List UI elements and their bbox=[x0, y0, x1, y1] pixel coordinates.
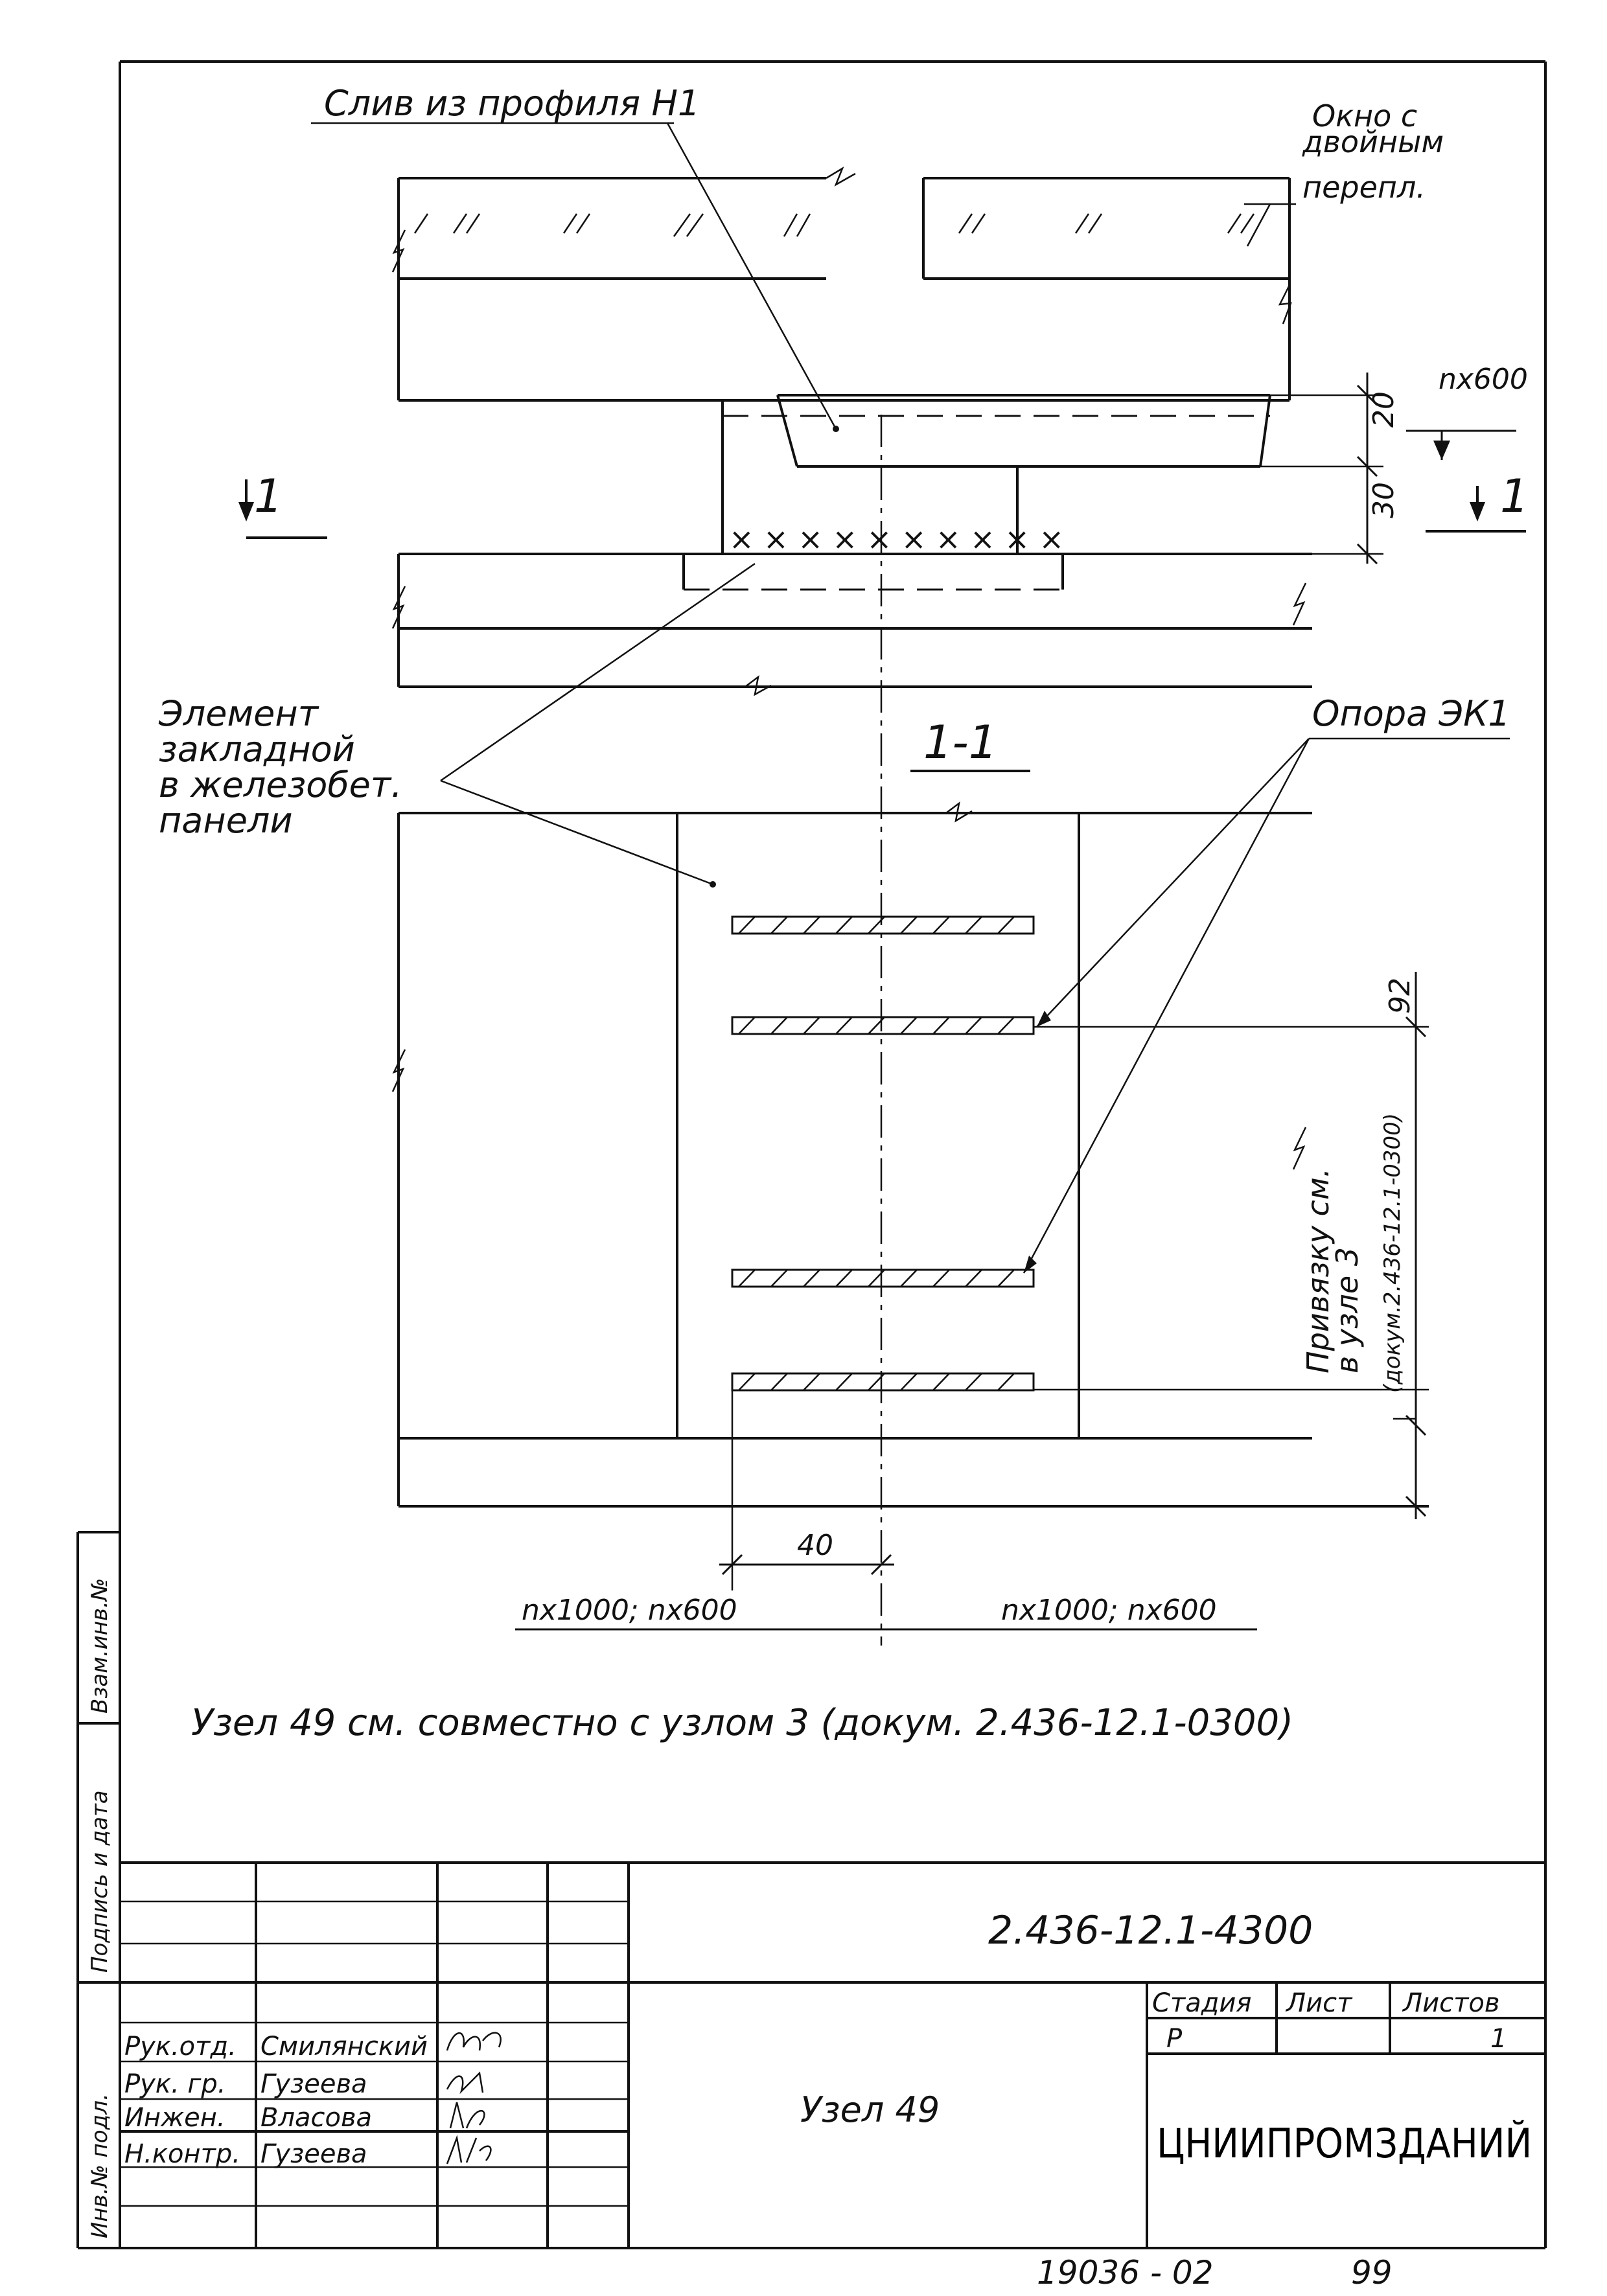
stage-header: Стадия bbox=[1152, 1988, 1251, 2018]
dim-20: 20 bbox=[1367, 391, 1400, 428]
sheets-header: Листов bbox=[1402, 1988, 1499, 2018]
doc-code: 2.436-12.1-4300 bbox=[988, 1908, 1313, 1953]
signature-4 bbox=[446, 2135, 492, 2164]
leader-lines bbox=[311, 122, 1510, 1274]
window-label-1: Окно с bbox=[1312, 98, 1417, 133]
role-4: Н.контр. bbox=[124, 2139, 240, 2169]
title-block: 2.436-12.1-4300 Узел 49 Стадия Лист Лист… bbox=[120, 1861, 1545, 2248]
dim-nx600-top: nx600 bbox=[1439, 363, 1528, 396]
signature-1 bbox=[446, 2032, 502, 2051]
signature-3 bbox=[449, 2102, 485, 2129]
drain-profile bbox=[721, 394, 1271, 554]
embed-label-3: в железобет. bbox=[159, 764, 402, 805]
dim-bottom-left: nx1000; nx600 bbox=[522, 1594, 737, 1627]
name-4: Гузеева bbox=[260, 2139, 367, 2169]
side-stamp: Инв.№ подл. Подпись и дата Взам.инв.№ bbox=[76, 1531, 120, 2249]
side-stamp-field-1: Инв.№ подл. bbox=[87, 2093, 113, 2238]
embed-label-4: панели bbox=[159, 800, 293, 841]
embed-label-1: Элемент bbox=[158, 693, 319, 734]
side-stamp-field-3: Взам.инв.№ bbox=[87, 1578, 113, 1714]
window-label-3: перепл. bbox=[1302, 170, 1426, 205]
dim-bottom-right: nx1000; nx600 bbox=[1001, 1594, 1217, 1627]
note-text: Узел 49 см. совместно с узлом 3 (докум. … bbox=[191, 1702, 1293, 1744]
role-3: Инжен. bbox=[124, 2103, 225, 2133]
drain-label: Слив из профиля Н1 bbox=[324, 83, 700, 124]
window-glazing bbox=[391, 166, 1292, 402]
svg-text:× × × × × × × × × ×: × × × × × × × × × × bbox=[729, 522, 1064, 557]
dim-92: 92 bbox=[1383, 978, 1416, 1014]
dimension-column-section bbox=[1034, 972, 1429, 1519]
sheet-frame bbox=[119, 60, 1547, 2249]
lower-panel bbox=[391, 553, 1312, 696]
sheet-header: Лист bbox=[1285, 1988, 1353, 2018]
section-mark-left-label: 1 bbox=[254, 470, 283, 523]
role-2: Рук. гр. bbox=[124, 2069, 226, 2099]
stage-value: Р bbox=[1166, 2024, 1183, 2054]
window-label-2: двойным bbox=[1302, 124, 1444, 159]
sealant-row: × × × × × × × × × × bbox=[729, 522, 1064, 557]
dimension-row-bottom bbox=[515, 1390, 1257, 1631]
section-1-1 bbox=[391, 770, 1429, 1508]
footer-number: 19036 - 02 bbox=[1037, 2254, 1214, 2291]
name-1: Смилянский bbox=[260, 2032, 428, 2061]
binding-label-1: Привязку см. bbox=[1301, 1168, 1335, 1373]
section-mark-right-label: 1 bbox=[1500, 470, 1529, 523]
footer-page: 99 bbox=[1351, 2254, 1393, 2291]
dim-30: 30 bbox=[1367, 482, 1400, 518]
sheets-value: 1 bbox=[1490, 2024, 1507, 2054]
section-title: 1-1 bbox=[923, 716, 997, 769]
binding-label-2: в узле 3 bbox=[1330, 1247, 1365, 1373]
drawing-labels: Слив из профиля Н1 Окно с двойным перепл… bbox=[158, 83, 1529, 1744]
binding-label-3: (докум.2.436-12.1-0300) bbox=[1380, 1113, 1405, 1393]
support-label: Опора ЭК1 bbox=[1312, 693, 1510, 734]
organization: ЦНИИПРОМЗДАНИЙ bbox=[1157, 2120, 1532, 2167]
section-mark-left bbox=[238, 479, 327, 539]
footer: 19036 - 02 99 bbox=[1037, 2254, 1393, 2291]
embed-label-2: закладной bbox=[159, 729, 355, 770]
dimension-column-top bbox=[1260, 373, 1516, 565]
support-plates bbox=[731, 915, 1035, 1392]
name-3: Власова bbox=[260, 2103, 372, 2133]
section-mark-right bbox=[1426, 486, 1526, 533]
dim-40: 40 bbox=[797, 1529, 833, 1562]
sheet-title: Узел 49 bbox=[800, 2089, 940, 2130]
side-stamp-field-2: Подпись и дата bbox=[87, 1790, 113, 1973]
name-2: Гузеева bbox=[260, 2069, 367, 2099]
signature-2 bbox=[446, 2071, 484, 2095]
role-1: Рук.отд. bbox=[124, 2032, 237, 2061]
